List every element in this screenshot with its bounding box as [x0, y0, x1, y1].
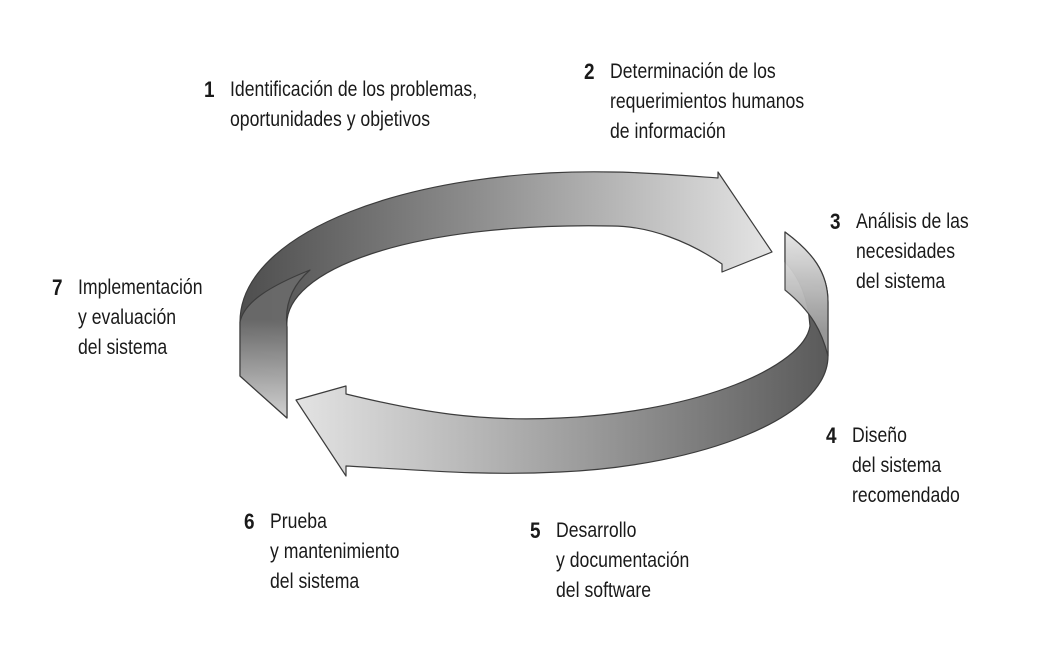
phase-3-number: 3: [830, 209, 841, 234]
phase-4-label: 4 Diseño del sistema recomendado: [826, 421, 981, 511]
phase-7-label: 7 Implementación y evaluación del sistem…: [52, 273, 227, 363]
phase-7-text: Implementación y evaluación del sistema: [78, 276, 203, 359]
phase-1-text: Identificación de los problemas, oportun…: [230, 78, 478, 131]
right-ribbon-face: [784, 231, 829, 357]
phase-6-number: 6: [244, 509, 255, 534]
phase-5-number: 5: [530, 518, 541, 543]
upper-cycle-arrow: [239, 171, 773, 419]
phase-4-number: 4: [826, 423, 837, 448]
phase-1-number: 1: [204, 77, 215, 102]
phase-4-text: Diseño del sistema recomendado: [852, 424, 961, 507]
phase-2-label: 2 Determinación de los requerimientos hu…: [584, 57, 841, 147]
phase-6-text: Prueba y mantenimiento del sistema: [270, 510, 400, 593]
phase-3-text: Análisis de las necesidades del sistema: [856, 210, 970, 293]
lower-cycle-arrow: [295, 231, 829, 477]
phase-7-number: 7: [52, 275, 63, 300]
phase-5-label: 5 Desarrollo y documentación del softwar…: [530, 516, 715, 606]
phase-6-label: 6 Prueba y mantenimiento del sistema: [244, 507, 424, 597]
phase-2-text: Determinación de los requerimientos huma…: [610, 60, 805, 143]
phase-5-text: Desarrollo y documentación del software: [556, 519, 690, 602]
phase-3-label: 3 Análisis de las necesidades del sistem…: [830, 207, 990, 297]
left-ribbon-face: [239, 269, 311, 419]
phase-1-label: 1 Identificación de los problemas, oport…: [204, 75, 524, 135]
phase-2-number: 2: [584, 59, 595, 84]
